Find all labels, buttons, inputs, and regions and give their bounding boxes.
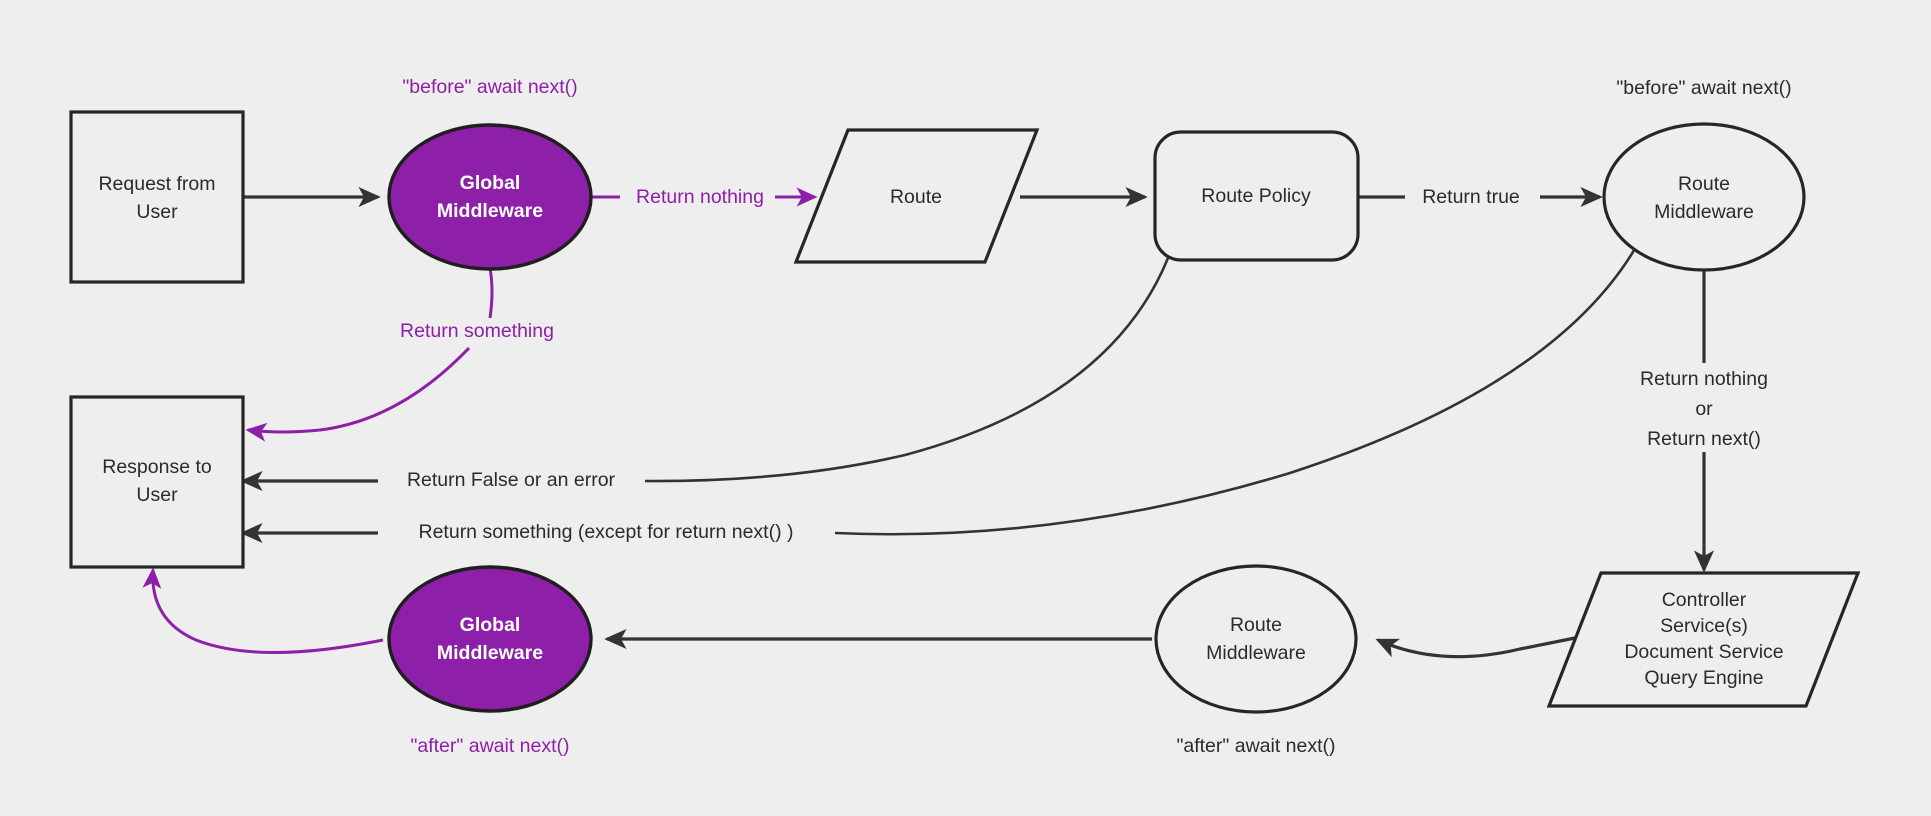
node-controller-services-line4: Query Engine xyxy=(1644,667,1763,689)
node-global-middleware-top-line2: Middleware xyxy=(437,200,543,222)
edge-label-return-false-or-error: Return False or an error xyxy=(407,469,616,491)
edge-label-return-nothing-or-line3: Return next() xyxy=(1647,428,1761,450)
node-response-to-user-line2: User xyxy=(136,484,178,506)
edge-label-return-true: Return true xyxy=(1422,186,1520,208)
node-route-middleware-bottom[interactable]: Route Middleware xyxy=(1154,564,1358,714)
node-response-to-user[interactable]: Response to User xyxy=(69,395,245,569)
node-controller-services-line2: Service(s) xyxy=(1660,615,1748,637)
node-route-policy-label: Route Policy xyxy=(1201,185,1311,207)
node-controller-services-line3: Document Service xyxy=(1624,641,1783,663)
edge-global-middleware-top-to-response-a xyxy=(488,267,494,319)
edge-label-return-nothing: Return nothing xyxy=(636,186,764,208)
node-route-middleware-bottom-line2: Middleware xyxy=(1206,642,1306,664)
node-request-from-user[interactable]: Request from User xyxy=(69,110,245,284)
node-request-from-user-line1: Request from xyxy=(98,173,215,195)
edge-label-return-nothing-or-line2: or xyxy=(1695,398,1713,420)
edge-label-return-something: Return something xyxy=(400,320,554,342)
note-before-await-next-right: "before" await next() xyxy=(1616,77,1791,99)
note-after-await-next-left: "after" await next() xyxy=(410,735,569,757)
edge-route-middleware-to-response-curve xyxy=(834,239,1642,536)
node-route[interactable]: Route xyxy=(793,128,1040,264)
note-before-await-next-left: "before" await next() xyxy=(402,76,577,98)
node-global-middleware-bottom-line1: Global xyxy=(460,614,521,636)
edge-global-middleware-bottom-to-response xyxy=(142,567,384,654)
node-route-label: Route xyxy=(890,186,942,208)
node-controller-services-line1: Controller xyxy=(1662,589,1747,611)
node-global-middleware-bottom-line2: Middleware xyxy=(437,642,543,664)
edge-label-return-nothing-or-line1: Return nothing xyxy=(1640,368,1768,390)
edge-route-policy-to-response-curve xyxy=(644,257,1170,483)
node-route-middleware-top-line1: Route xyxy=(1678,173,1730,195)
node-controller-services[interactable]: Controller Service(s) Document Service Q… xyxy=(1546,571,1861,708)
node-route-middleware-top[interactable]: Route Middleware xyxy=(1602,122,1806,272)
note-after-await-next-right: "after" await next() xyxy=(1176,735,1335,757)
node-route-policy[interactable]: Route Policy xyxy=(1153,130,1360,262)
node-global-middleware-top-line1: Global xyxy=(460,172,521,194)
node-global-middleware-top[interactable]: Global Middleware xyxy=(387,123,593,271)
node-response-to-user-line1: Response to xyxy=(102,456,212,478)
node-route-middleware-top-line2: Middleware xyxy=(1654,201,1754,223)
edge-controller-to-route-middleware-bottom xyxy=(1375,636,1576,659)
edge-global-middleware-top-to-response-b xyxy=(245,346,471,442)
node-global-middleware-bottom[interactable]: Global Middleware xyxy=(387,565,593,713)
edge-label-return-something-except: Return something (except for return next… xyxy=(419,521,794,543)
node-route-middleware-bottom-line1: Route xyxy=(1230,614,1282,636)
node-request-from-user-line2: User xyxy=(136,201,178,223)
